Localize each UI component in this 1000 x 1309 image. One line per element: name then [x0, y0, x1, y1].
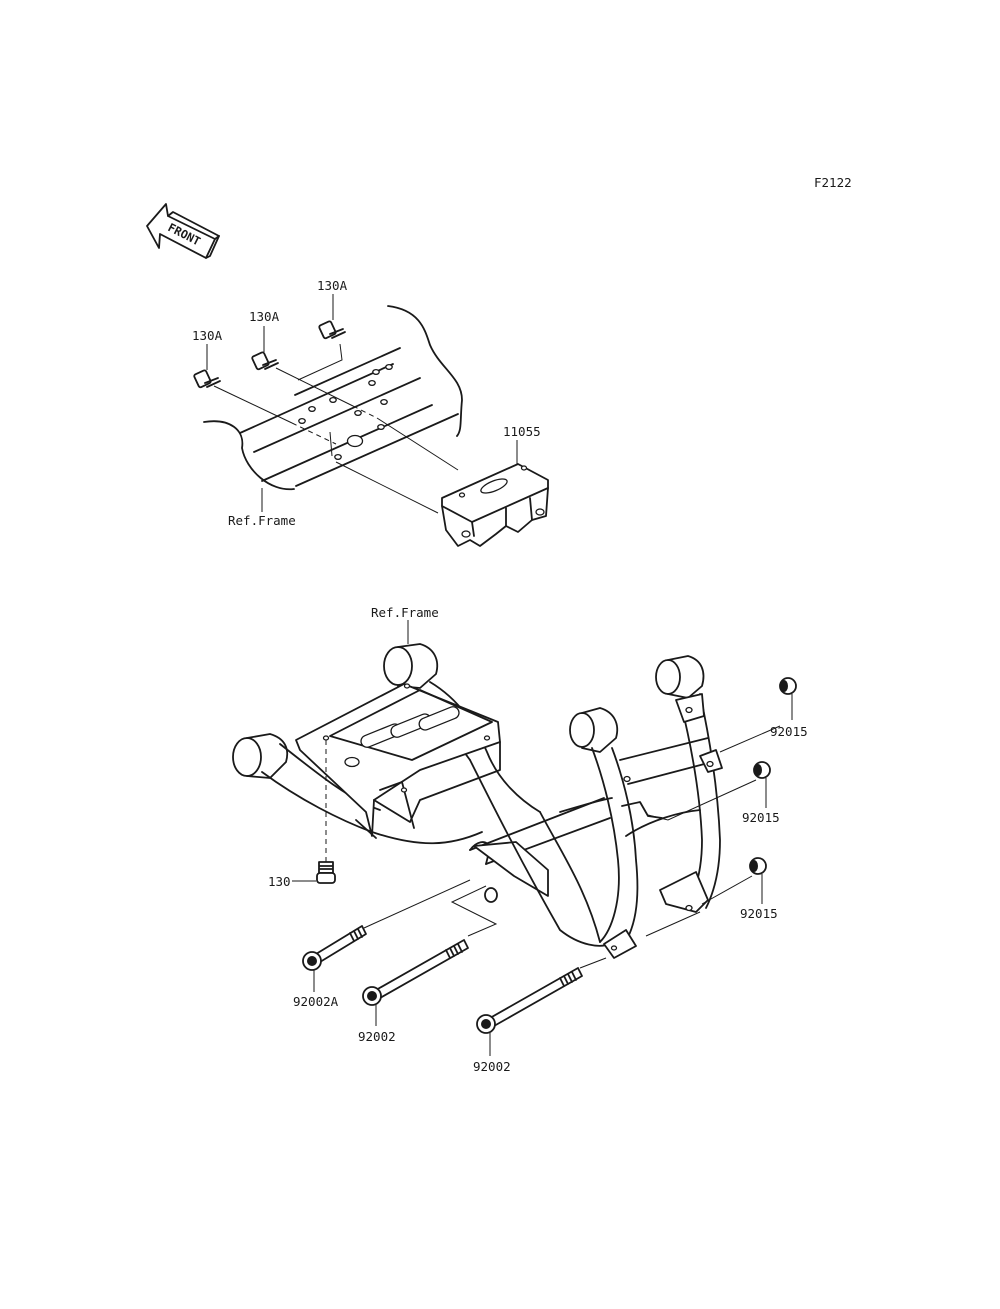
label-130a-2: 130A [249, 309, 280, 324]
label-130a-1: 130A [192, 328, 223, 343]
label-92002-1: 92002 [358, 1029, 396, 1044]
long-bolt-92002a [302, 925, 367, 971]
nut-92015-2 [753, 761, 771, 779]
label-130: 130 [268, 874, 291, 889]
label-ref-frame-bottom: Ref.Frame [371, 605, 439, 620]
nut-92015-3 [749, 857, 767, 875]
frame-holes [298, 363, 393, 461]
label-11055: 11055 [503, 424, 541, 439]
label-92002-2: 92002 [473, 1059, 511, 1074]
upper-frame-section [203, 305, 463, 514]
long-bolt-92002-2 [476, 967, 583, 1034]
lower-frame [232, 643, 723, 959]
bolt-130a-1 [193, 369, 221, 389]
label-92015-3: 92015 [740, 906, 778, 921]
bracket-11055 [441, 463, 549, 547]
long-bolt-92002-1 [362, 939, 469, 1006]
label-92015-1: 92015 [770, 724, 808, 739]
label-92015-2: 92015 [742, 810, 780, 825]
label-ref-frame-top: Ref.Frame [228, 513, 296, 528]
label-92002a: 92002A [293, 994, 339, 1009]
label-130a-3: 130A [317, 278, 348, 293]
bolt-130a-2 [251, 351, 279, 371]
bolt-130a-3 [318, 320, 346, 340]
bolt-130 [316, 861, 336, 884]
nut-92015-1 [779, 677, 797, 695]
figure-code: F2122 [814, 175, 852, 190]
front-arrow-icon: FRONT [146, 203, 220, 259]
